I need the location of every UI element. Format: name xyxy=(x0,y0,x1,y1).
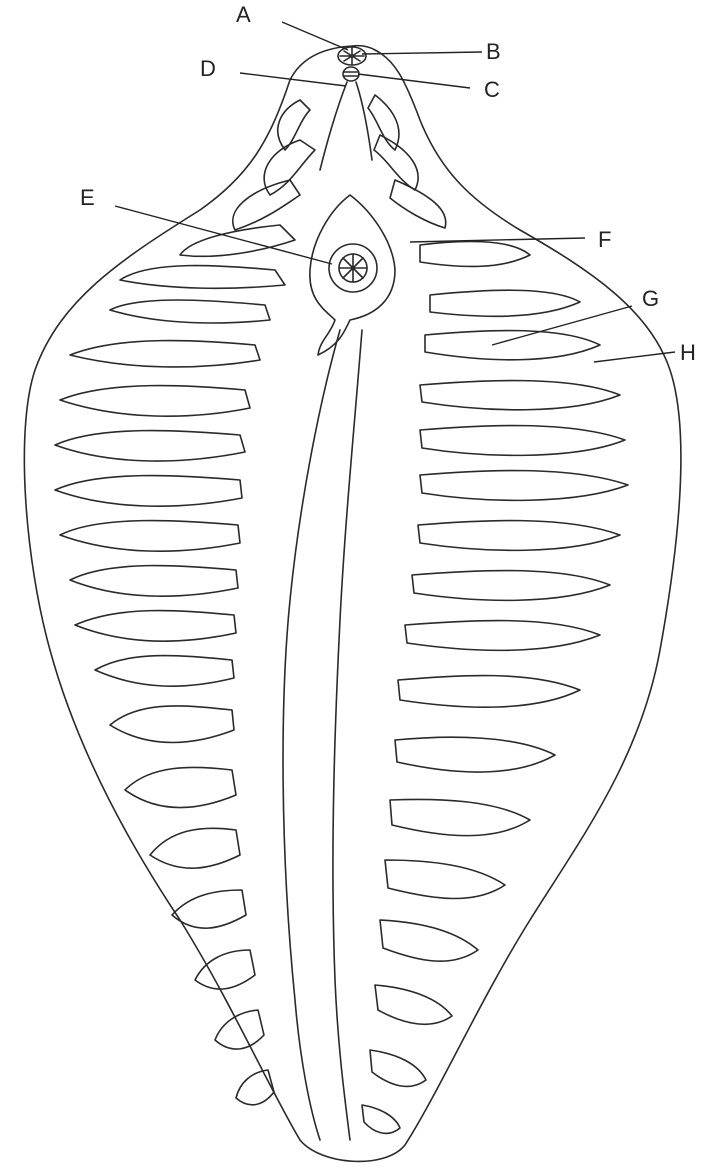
leader-A xyxy=(282,22,348,50)
label-E: E xyxy=(80,185,95,210)
pharynx xyxy=(343,67,359,81)
label-H: H xyxy=(680,340,696,365)
leader-H xyxy=(594,352,675,362)
oesophagus xyxy=(320,82,372,170)
body-outline xyxy=(24,46,681,1162)
leader-F xyxy=(410,238,585,242)
pharynx-lines xyxy=(344,72,358,76)
label-C: C xyxy=(484,77,500,102)
label-A: A xyxy=(236,2,251,27)
leader-G xyxy=(492,306,632,345)
median-stem xyxy=(283,330,340,1140)
label-G: G xyxy=(642,286,659,311)
left-caecal-branches xyxy=(55,100,315,1105)
oral-sucker-lines xyxy=(340,48,364,64)
label-D: D xyxy=(200,56,216,81)
leader-C xyxy=(358,74,470,88)
median-stem-right xyxy=(333,330,362,1140)
label-B: B xyxy=(486,39,501,64)
ventral-sucker-rays xyxy=(339,254,367,282)
right-caecal-branches xyxy=(362,95,628,1133)
label-F: F xyxy=(598,227,611,252)
